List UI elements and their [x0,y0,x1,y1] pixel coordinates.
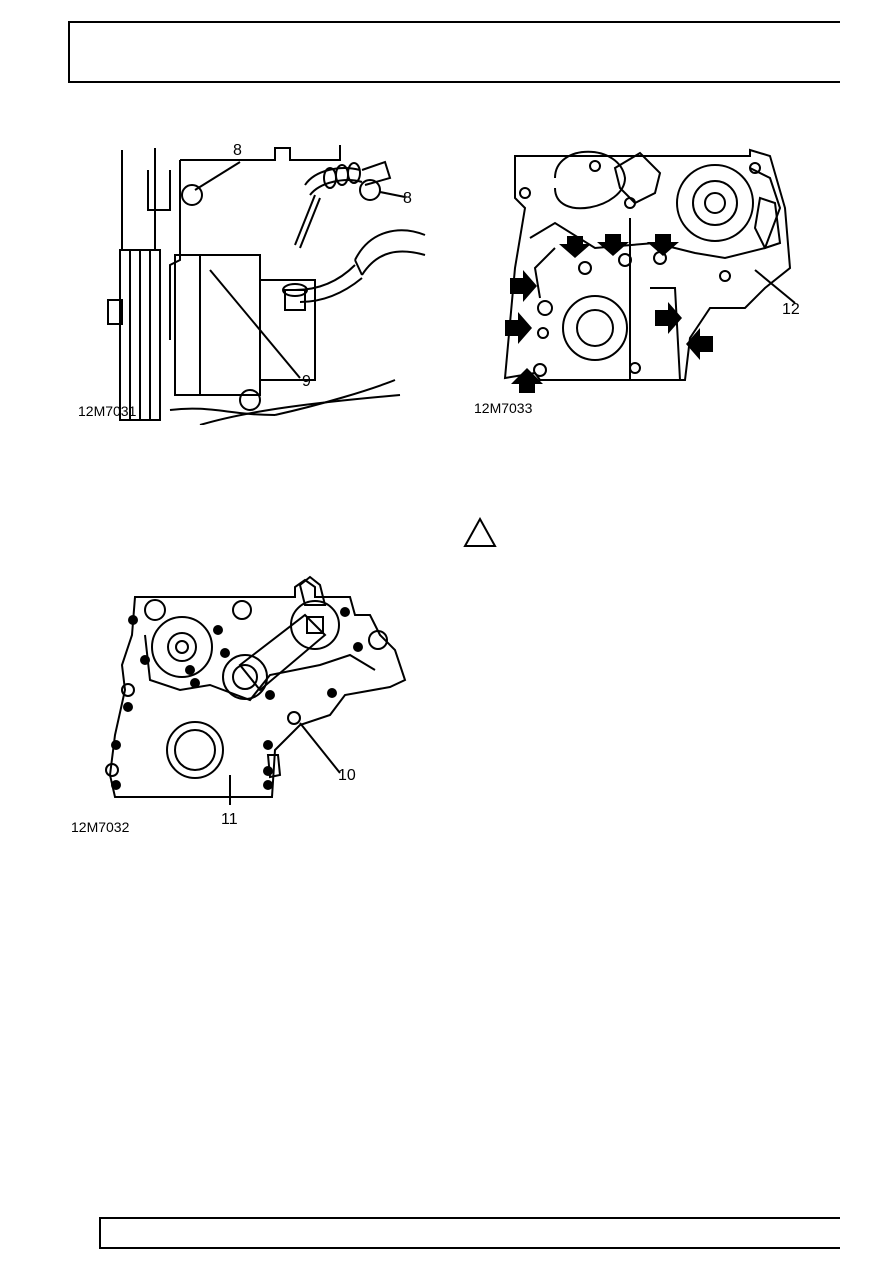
caution-triangle-icon [463,516,497,553]
page-footer-frame [99,1217,840,1249]
figure-ref-12m7033: 12M7033 [474,400,533,416]
callout-11: 11 [221,811,238,828]
cover-bolts [111,607,363,790]
callout-8-left: 8 [233,142,242,159]
callout-12: 12 [782,301,800,318]
callout-9: 9 [302,373,311,390]
figure-12m7033-drawing [503,148,796,393]
gasket-arrows [505,234,713,393]
figure-12m7033 [495,148,810,393]
figure-12m7031 [100,140,430,425]
figure-12m7032-drawing [105,575,407,805]
figure-12m7031-drawing [107,145,426,425]
callout-10: 10 [338,767,356,784]
page-header-frame [68,21,840,83]
callout-8-right: 8 [403,190,412,207]
figure-12m7032 [100,575,410,805]
figure-ref-12m7031: 12M7031 [78,403,137,419]
figure-ref-12m7032: 12M7032 [71,819,130,835]
